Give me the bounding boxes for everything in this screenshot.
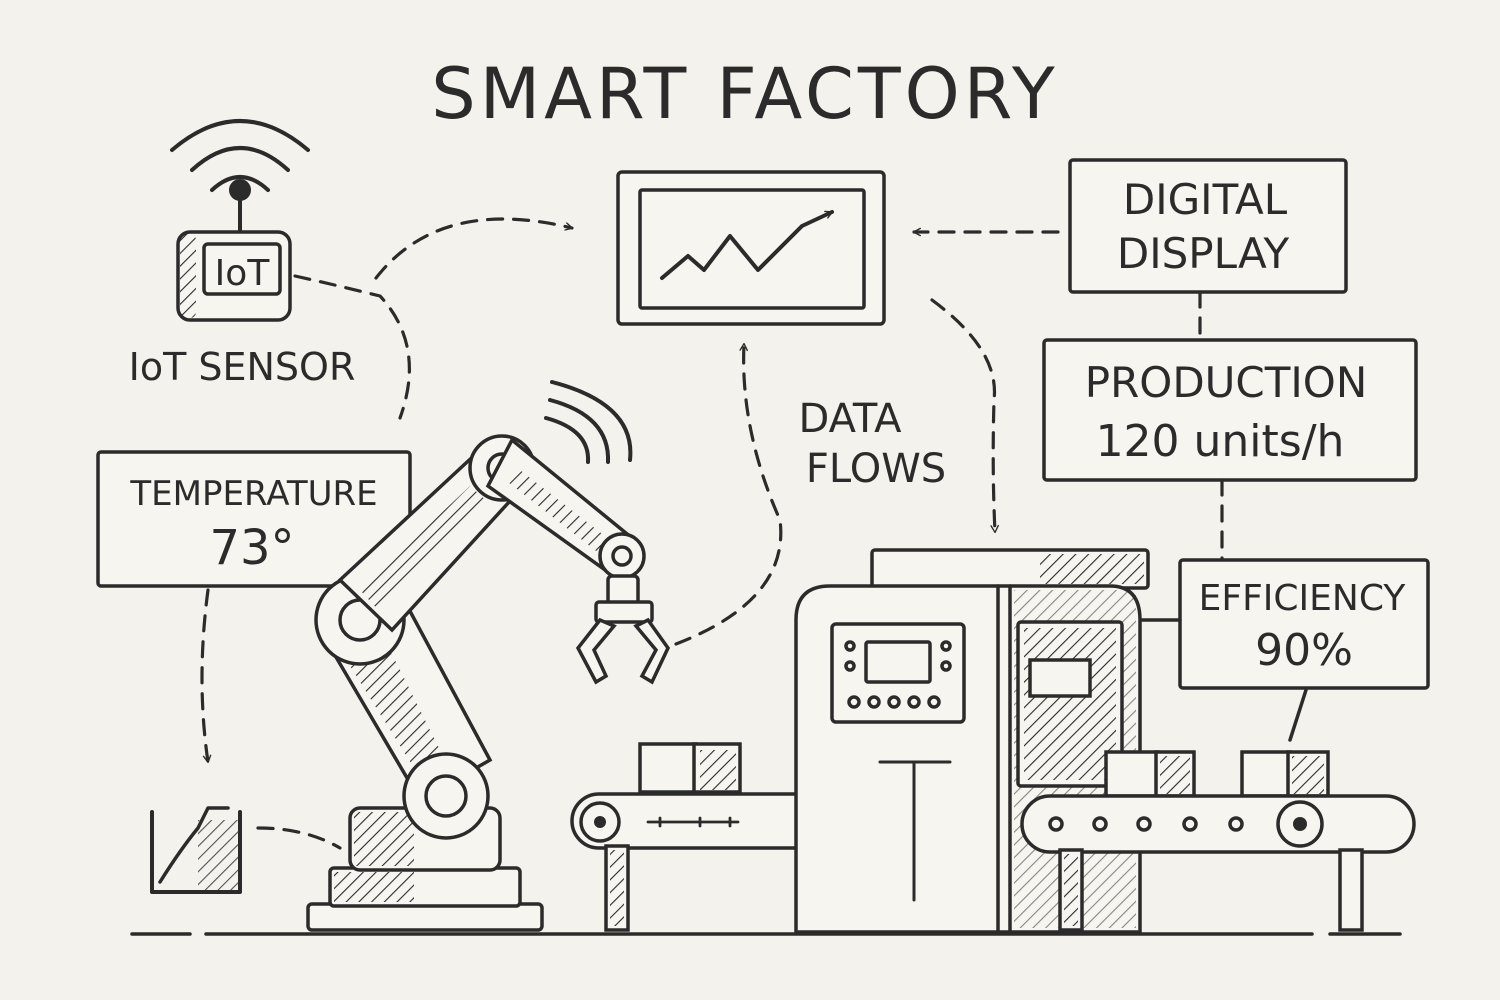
control-panel	[830, 622, 966, 724]
robot-wireless-icon	[544, 380, 633, 464]
production-label: PRODUCTION	[1085, 358, 1368, 407]
page-title: SMART FACTORY	[431, 53, 1058, 135]
efficiency-value: 90%	[1255, 625, 1353, 676]
iot-sensor-caption: IoT SENSOR	[129, 345, 356, 389]
factory-machine	[794, 548, 1150, 934]
data-flows-line2: FLOWS	[806, 446, 946, 492]
data-flow-arrows	[200, 217, 1060, 850]
digital-display-line1: DIGITAL	[1123, 175, 1288, 224]
production-value: 120 units/h	[1096, 416, 1345, 467]
temperature-graph-icon	[150, 806, 242, 894]
digital-display-panel: DIGITAL DISPLAY	[1068, 158, 1348, 294]
iot-sensor: IoT IoT SENSOR	[129, 119, 356, 389]
data-flows-line1: DATA	[798, 396, 902, 442]
robot-arm	[306, 380, 671, 932]
temperature-value: 73°	[209, 520, 294, 576]
iot-device-label: IoT	[215, 253, 271, 294]
efficiency-label: EFFICIENCY	[1199, 578, 1407, 619]
wifi-signal-icon	[170, 119, 310, 192]
efficiency-panel: EFFICIENCY 90%	[1178, 558, 1430, 690]
temperature-label: TEMPERATURE	[129, 474, 377, 514]
temperature-panel: TEMPERATURE 73°	[96, 450, 412, 588]
production-panel: PRODUCTION 120 units/h	[1042, 338, 1418, 482]
digital-display-line2: DISPLAY	[1117, 229, 1290, 278]
monitor-chart	[616, 170, 886, 326]
right-conveyor	[1020, 750, 1416, 932]
